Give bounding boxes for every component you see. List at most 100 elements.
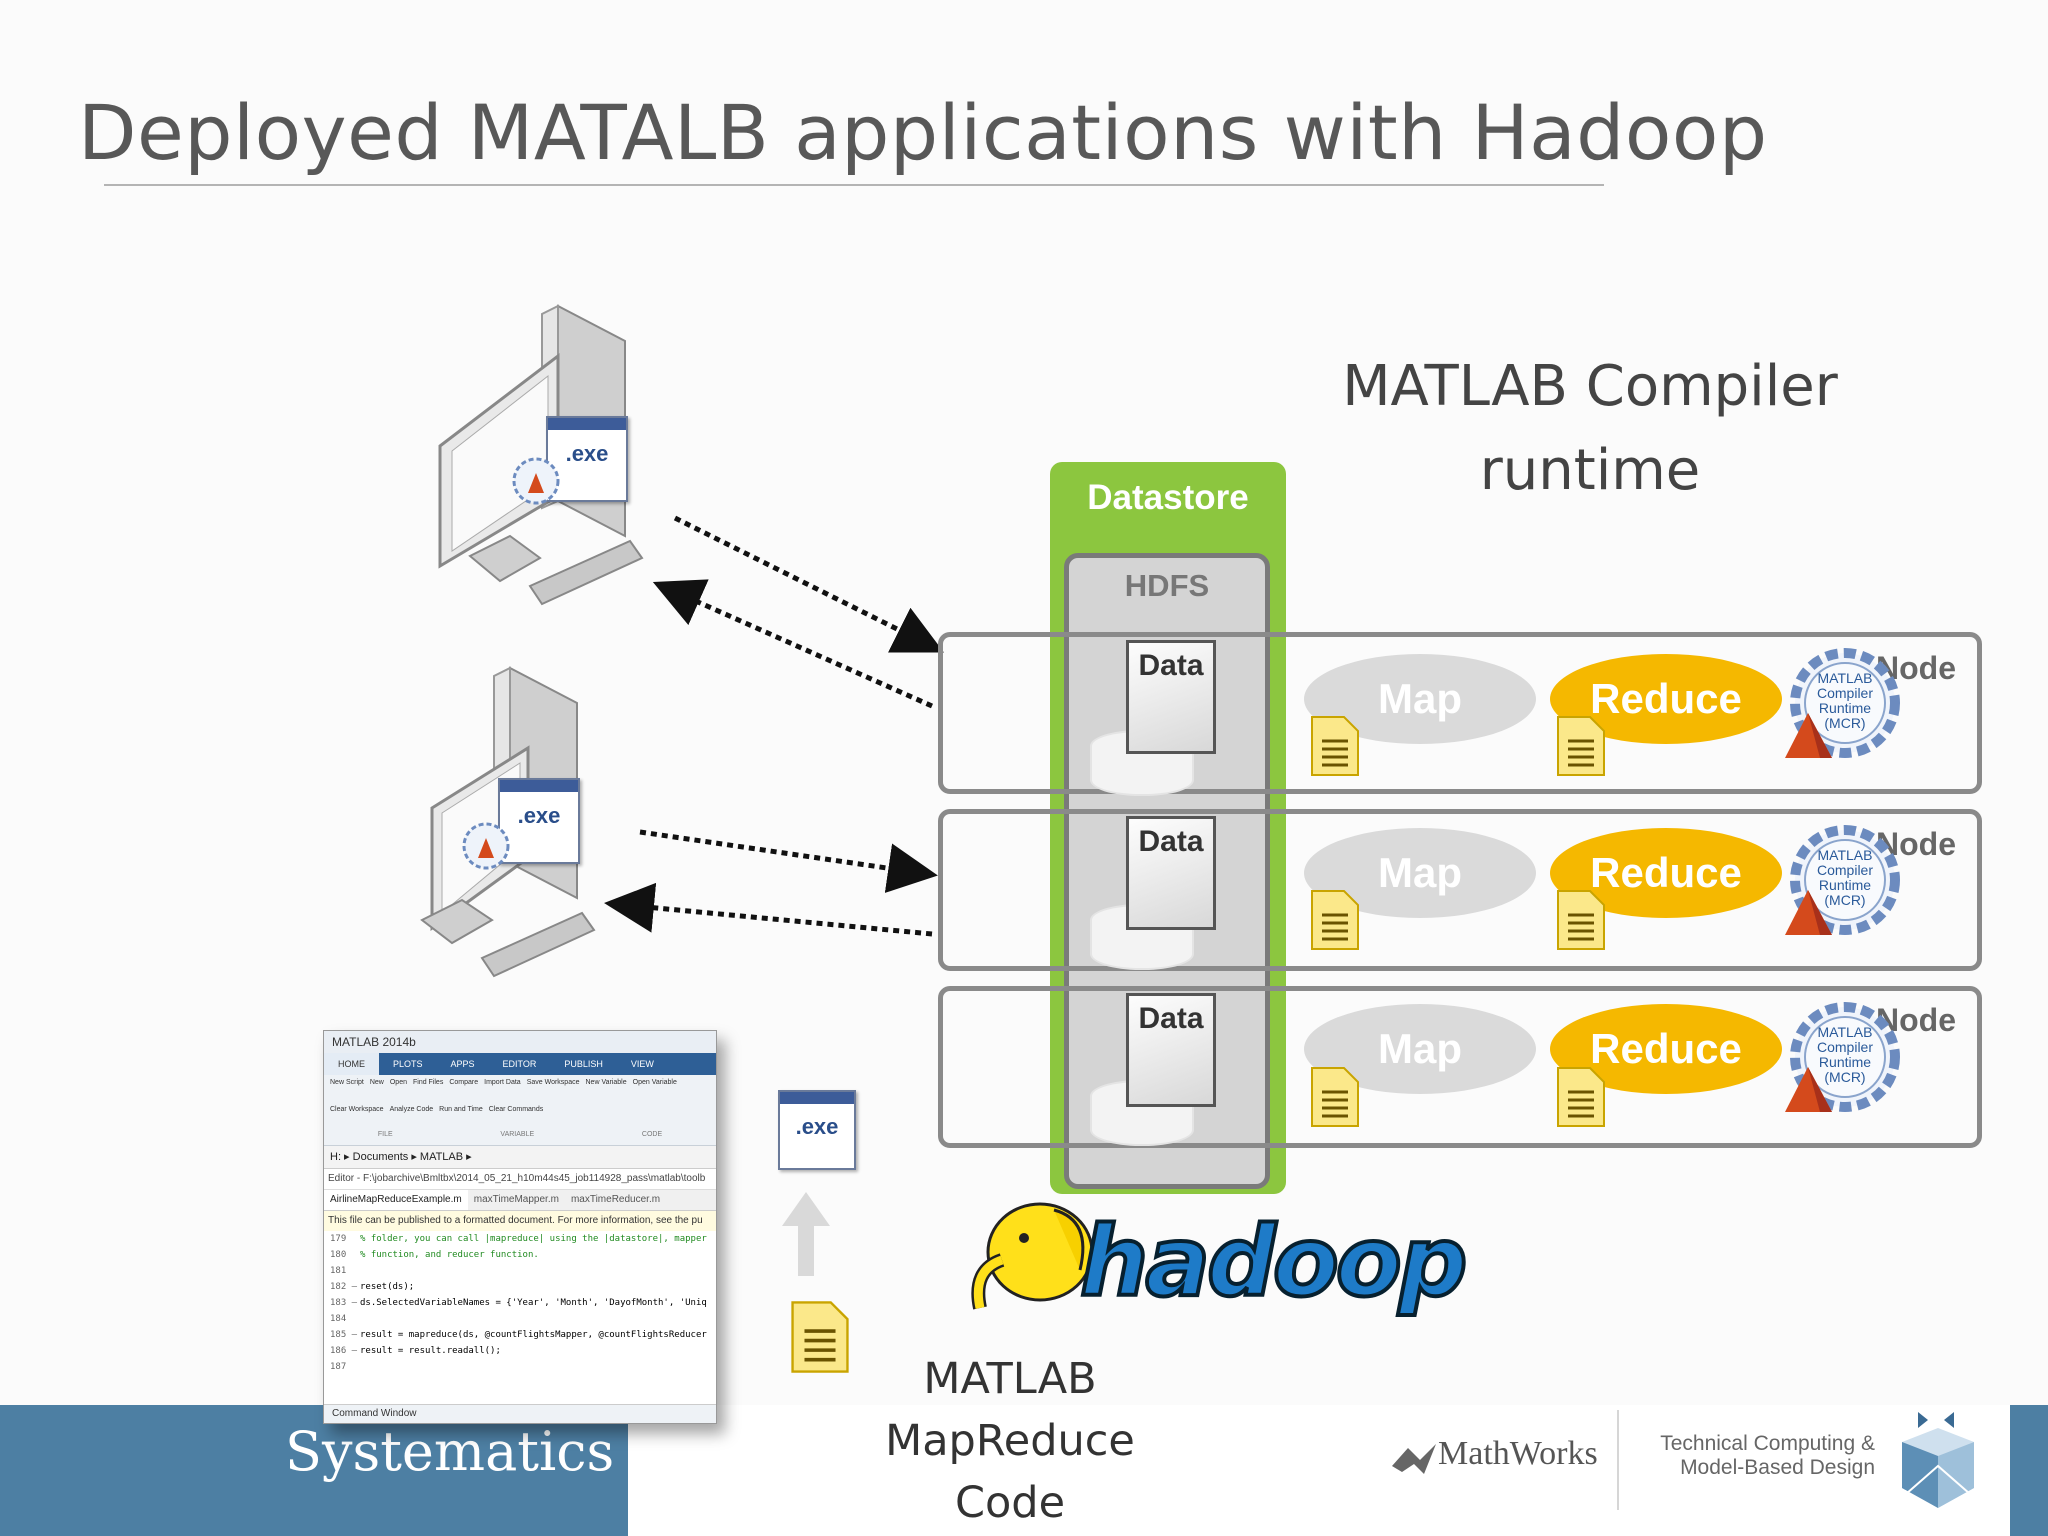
- run-and-time-button[interactable]: Run and Time: [439, 1106, 483, 1113]
- data-block-2: Data: [1126, 816, 1216, 930]
- mcr-title-text: MATLAB Compiler runtime: [1342, 354, 1838, 503]
- mcr-gear-text: MATLAB Compiler Runtime (MCR): [1816, 1024, 1873, 1085]
- document-icon: [1557, 716, 1605, 776]
- code-line-text: result = result.readall();: [360, 1346, 501, 1356]
- document-icon: [1311, 716, 1359, 776]
- footer-brand-panel: [0, 1405, 628, 1536]
- open-variable-button[interactable]: Open Variable: [632, 1079, 677, 1086]
- exe-file-icon: .exe: [778, 1090, 856, 1170]
- ribbon-section-variable: VARIABLE: [500, 1131, 535, 1138]
- mcr-gear-icon: MATLAB Compiler Runtime (MCR): [1780, 643, 1910, 773]
- code-line[interactable]: 184: [324, 1311, 716, 1327]
- matlab-ribbon-tabs: HOME PLOTS APPS EDITOR PUBLISH VIEW: [324, 1053, 716, 1075]
- matlab-window-title: MATLAB 2014b: [324, 1031, 716, 1053]
- code-line-number: 182 –: [330, 1282, 358, 1292]
- mapreduce-caption-text: MATLAB MapReduce Code: [885, 1354, 1135, 1528]
- slide-title: Deployed MATALB applications with Hadoop: [78, 88, 1768, 177]
- document-icon: [1557, 1067, 1605, 1127]
- mcr-gear-icon: [512, 457, 560, 505]
- code-line-number: 187: [330, 1362, 347, 1372]
- cluster-node-2: [938, 809, 1982, 971]
- clear-commands-button[interactable]: Clear Commands: [488, 1106, 544, 1113]
- mcr-gear-icon: [462, 822, 510, 870]
- tab-view[interactable]: VIEW: [630, 1059, 654, 1069]
- cluster-node-3: [938, 986, 1982, 1148]
- exe-file-label: .exe: [795, 1114, 839, 1139]
- publish-info-bar: This file can be published to a formatte…: [324, 1211, 716, 1231]
- code-line-number: 183 –: [330, 1298, 358, 1308]
- datastore-label: Datastore: [1087, 478, 1249, 517]
- import-data-button[interactable]: Import Data: [484, 1079, 521, 1086]
- arrow-to-cluster-2: [639, 829, 938, 893]
- cluster-node-1: [938, 632, 1982, 794]
- file-tab-mapper[interactable]: maxTimeMapper.m: [473, 1194, 559, 1205]
- arrow-from-cluster-2: [604, 882, 933, 937]
- upload-arrow: [782, 1192, 830, 1276]
- code-line[interactable]: 183 –ds.SelectedVariableNames = {'Year',…: [324, 1295, 716, 1311]
- arrow-from-cluster-1: [652, 579, 934, 709]
- code-line-text: ds.SelectedVariableNames = {'Year', 'Mon…: [360, 1298, 707, 1308]
- analyze-code-button[interactable]: Analyze Code: [389, 1106, 434, 1113]
- exe-window-2: .exe: [498, 778, 580, 864]
- code-editor[interactable]: 179% folder, you can call |mapreduce| us…: [324, 1231, 716, 1375]
- code-line[interactable]: 180% function, and reducer function.: [324, 1247, 716, 1263]
- cube-logo-icon: [1902, 1412, 1974, 1508]
- arrow-to-cluster-1: [673, 515, 944, 653]
- open-button[interactable]: Open: [389, 1079, 407, 1086]
- current-folder-path[interactable]: H: ▸ Documents ▸ MATLAB ▸: [324, 1146, 716, 1169]
- editor-file-tabs: AirlineMapReduceExample.m maxTimeMapper.…: [324, 1190, 716, 1211]
- code-line-number: 184: [330, 1314, 347, 1324]
- new-variable-button[interactable]: New Variable: [585, 1079, 627, 1086]
- code-line-number: 185 –: [330, 1330, 358, 1340]
- code-line[interactable]: 185 –result = mapreduce(ds, @countFlight…: [324, 1327, 716, 1343]
- mapreduce-code-file-icon: [791, 1301, 849, 1373]
- tab-editor[interactable]: EDITOR: [502, 1059, 537, 1069]
- footer-tagline: Technical Computing & Model-Based Design: [1630, 1432, 1875, 1480]
- hdfs-label: HDFS: [1124, 568, 1210, 603]
- data-block-3: Data: [1126, 993, 1216, 1107]
- code-line-number: 181: [330, 1266, 347, 1276]
- footer-right-strip: [2010, 1405, 2048, 1536]
- file-tab-reducer[interactable]: maxTimeReducer.m: [570, 1194, 661, 1205]
- code-line[interactable]: 179% folder, you can call |mapreduce| us…: [324, 1231, 716, 1247]
- code-line[interactable]: 186 –result = result.readall();: [324, 1343, 716, 1359]
- new-button[interactable]: New: [369, 1079, 384, 1086]
- document-icon: [1311, 890, 1359, 950]
- title-underline: [104, 184, 1604, 186]
- file-tab-airline[interactable]: AirlineMapReduceExample.m: [324, 1190, 468, 1210]
- tab-publish[interactable]: PUBLISH: [564, 1059, 603, 1069]
- code-line-number: 186 –: [330, 1346, 358, 1356]
- hadoop-logo-text: hadoop: [1078, 1204, 1469, 1320]
- code-line[interactable]: 182 –reset(ds);: [324, 1279, 716, 1295]
- exe-window-1: .exe: [546, 416, 628, 502]
- tagline-line-1: Technical Computing &: [1660, 1432, 1875, 1455]
- code-line-number: 179: [330, 1234, 347, 1244]
- mcr-gear-icon: MATLAB Compiler Runtime (MCR): [1780, 997, 1910, 1127]
- code-line-text: reset(ds);: [360, 1282, 415, 1292]
- new-script-button[interactable]: New Script: [330, 1079, 364, 1086]
- find-files-button[interactable]: Find Files: [412, 1079, 444, 1086]
- mathworks-logo-icon: [1392, 1444, 1436, 1474]
- exe-label-2: .exe: [517, 803, 561, 828]
- mathworks-logo-text: MathWorks: [1438, 1435, 1598, 1472]
- mcr-gear-text: MATLAB Compiler Runtime (MCR): [1816, 670, 1873, 731]
- document-icon: [1311, 1067, 1359, 1127]
- tab-plots[interactable]: PLOTS: [393, 1059, 423, 1069]
- compare-button[interactable]: Compare: [449, 1079, 479, 1086]
- footer-divider: [1617, 1410, 1619, 1510]
- code-line[interactable]: 187: [324, 1359, 716, 1375]
- mapreduce-code-caption: MATLAB MapReduce Code: [810, 1348, 1210, 1534]
- tab-apps[interactable]: APPS: [450, 1059, 475, 1069]
- clear-workspace-button[interactable]: Clear Workspace: [330, 1106, 384, 1113]
- code-line-text: result = mapreduce(ds, @countFlightsMapp…: [360, 1330, 707, 1340]
- code-line[interactable]: 181: [324, 1263, 716, 1279]
- tab-home[interactable]: HOME: [324, 1053, 379, 1075]
- command-window-label[interactable]: Command Window: [324, 1404, 716, 1423]
- document-icon: [1557, 890, 1605, 950]
- matlab-ribbon: New Script New Open Find Files Compare I…: [324, 1075, 716, 1146]
- systematics-logo: Systematics: [285, 1420, 615, 1483]
- reduce-task-1: Reduce: [1550, 654, 1782, 744]
- save-workspace-button[interactable]: Save Workspace: [526, 1079, 580, 1086]
- data-block-1: Data: [1126, 640, 1216, 754]
